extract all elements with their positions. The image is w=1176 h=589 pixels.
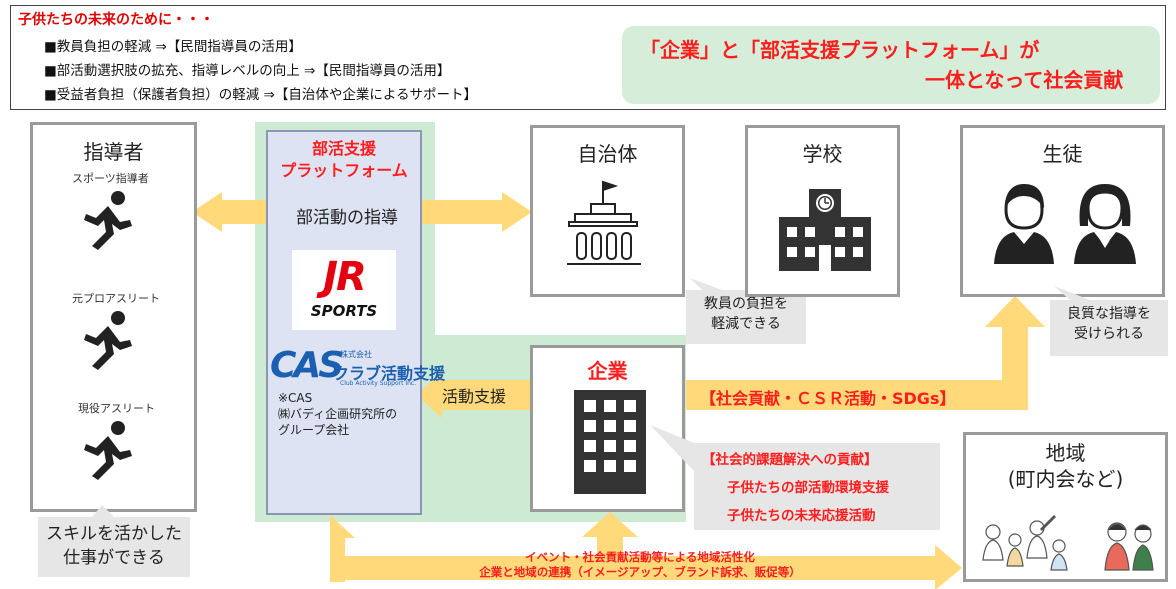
headline-line-1: 「企業」と「部活支援プラットフォーム」が [640, 38, 1040, 62]
school-title: 学校 [802, 142, 843, 166]
activity-support-label: 活動支援 [442, 387, 507, 406]
platform-title: 部活支援 プラットフォーム [266, 138, 422, 182]
contribution-item-future-support: 子供たちの未来応援活動 [727, 508, 876, 524]
male-student-icon [994, 184, 1054, 264]
community-arrow-label: イベント・社会貢献活動等による地域活性化 企業と地域の連携（イメージアップ、ブラ… [360, 550, 920, 580]
municipality-bubble-line-2: 軽減できる [711, 316, 781, 332]
cas-company-small: 株式会社 [340, 350, 372, 359]
contribution-item-club-environment: 子供たちの部活動環境支援 [727, 480, 889, 496]
runner-icon [84, 421, 132, 480]
municipality-title: 自治体 [577, 142, 638, 166]
jr-logo-main: JR [323, 254, 367, 300]
students-card [960, 125, 1165, 297]
platform-note-line-3: グループ会社 [278, 423, 350, 437]
students-title: 生徒 [1042, 142, 1083, 166]
cas-company-name: クラブ活動支援 [333, 364, 446, 383]
students-bubble: 良質な指導を 受けられる [1052, 304, 1166, 344]
runner-icon [84, 191, 132, 250]
community-arrow-label-line-2: 企業と地域の連携（イメージアップ、ブランド訴求、販促等） [479, 565, 801, 579]
community-title: 地域 (町内会など) [963, 440, 1168, 492]
instructor-bubble: スキルを活かした 仕事ができる [38, 522, 190, 570]
community-people-icon [982, 514, 1154, 571]
csr-arrow [686, 296, 1045, 410]
community-arrow-label-line-1: イベント・社会貢献活動等による地域活性化 [525, 550, 755, 564]
community-title-line-1: 地域 [1045, 441, 1086, 465]
role-active-athlete: 現役アスリート [78, 402, 155, 415]
headline-box [622, 26, 1160, 104]
government-building-icon [567, 180, 641, 265]
bullet-club-options: ■部活動選択肢の拡充、指導レベルの向上 ⇒【民間指導員の活用】 [44, 63, 451, 79]
students-bubble-line-2: 受けられる [1074, 326, 1144, 342]
cas-english-name: Club Activity Support Inc. [340, 380, 417, 387]
jr-logo-sub: SPORTS [310, 302, 378, 320]
community-arrow [330, 512, 962, 589]
platform-note-line-2: ㈱バディ企画研究所の [278, 407, 398, 421]
jr-sports-logo: JR SPORTS [292, 250, 396, 330]
contribution-header: 【社会的課題解決への貢献】 [702, 452, 878, 468]
municipality-bubble: 教員の負担を 軽減できる [690, 294, 802, 334]
csr-arrow-label: 【社会貢献・ＣＳＲ活動・SDGs】 [700, 389, 956, 408]
instructor-bubble-line-1: スキルを活かした [46, 524, 182, 544]
platform-title-line-1: 部活支援 [311, 139, 376, 158]
platform-note-line-1: ※CAS [278, 391, 313, 405]
cas-logo: CAS [270, 345, 344, 386]
coaching-arrow-label: 部活動の指導 [296, 208, 398, 228]
municipality-card [530, 125, 685, 297]
school-building-icon [779, 189, 871, 271]
runner-icon [84, 311, 132, 370]
instructor-bubble-shape [38, 505, 190, 577]
activity-support-arrow [416, 372, 530, 418]
role-former-pro: 元プロアスリート [72, 292, 160, 305]
instructor-bubble-line-2: 仕事ができる [63, 548, 165, 568]
students-bubble-shape [1050, 286, 1168, 356]
header-box [10, 5, 1166, 110]
municipality-bubble-line-1: 教員の負担を [704, 296, 788, 312]
role-sports-coach: スポーツ指導者 [72, 172, 149, 185]
platform-title-line-2: プラットフォーム [280, 161, 408, 180]
female-student-icon [1074, 184, 1136, 264]
contribution-bubble-shape [650, 425, 940, 530]
bullet-beneficiary-burden: ■受益者負担（保護者負担）の軽減 ⇒【自治体や企業によるサポート】 [44, 87, 477, 103]
office-building-icon [574, 390, 646, 494]
students-bubble-line-1: 良質な指導を [1067, 306, 1151, 322]
community-title-line-2: (町内会など) [1007, 467, 1124, 491]
platform-note: ※CAS ㈱バディ企画研究所の グループ会社 [278, 390, 397, 438]
header-title: 子供たちの未来のために・・・ [18, 12, 214, 28]
instructor-title: 指導者 [83, 140, 144, 164]
bullet-teacher-burden: ■教員負担の軽減 ⇒【民間指導員の活用】 [44, 39, 302, 55]
company-title: 企業 [587, 359, 628, 383]
headline-line-2: 一体となって社会貢献 [925, 68, 1124, 92]
